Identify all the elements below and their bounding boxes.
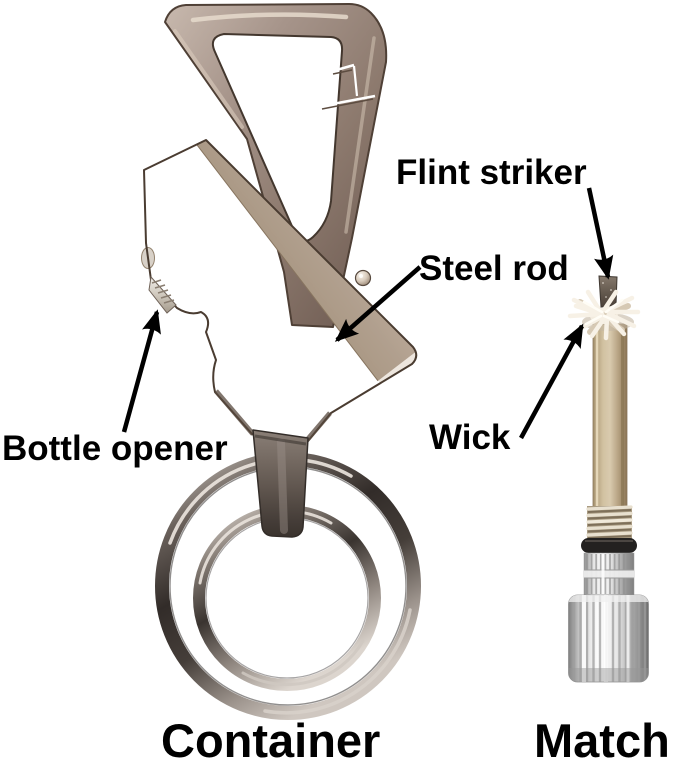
label-steel-rod: Steel rod <box>419 249 569 288</box>
match-neck <box>583 552 635 596</box>
arrow-steel-rod <box>334 265 422 342</box>
match-wick <box>567 289 641 341</box>
arrow-flint-striker <box>586 187 614 280</box>
arrow-wick <box>519 323 584 440</box>
label-flint-striker: Flint striker <box>396 153 587 192</box>
match-cap <box>568 594 649 683</box>
arrow-bottle-opener <box>121 309 161 433</box>
connector-tab <box>252 429 309 538</box>
carabiner-clip <box>164 3 388 328</box>
rivet <box>354 269 372 287</box>
label-bottle-opener: Bottle opener <box>2 429 228 468</box>
caption-match: Match <box>534 714 670 760</box>
carabiner-gate-seams <box>321 63 376 110</box>
match-threads <box>586 505 633 540</box>
match-assembly <box>567 275 649 683</box>
caption-container: Container <box>161 714 381 760</box>
bottle-opener-tooth <box>148 275 177 314</box>
carabiner-window <box>211 32 344 243</box>
label-wick: Wick <box>429 418 511 457</box>
